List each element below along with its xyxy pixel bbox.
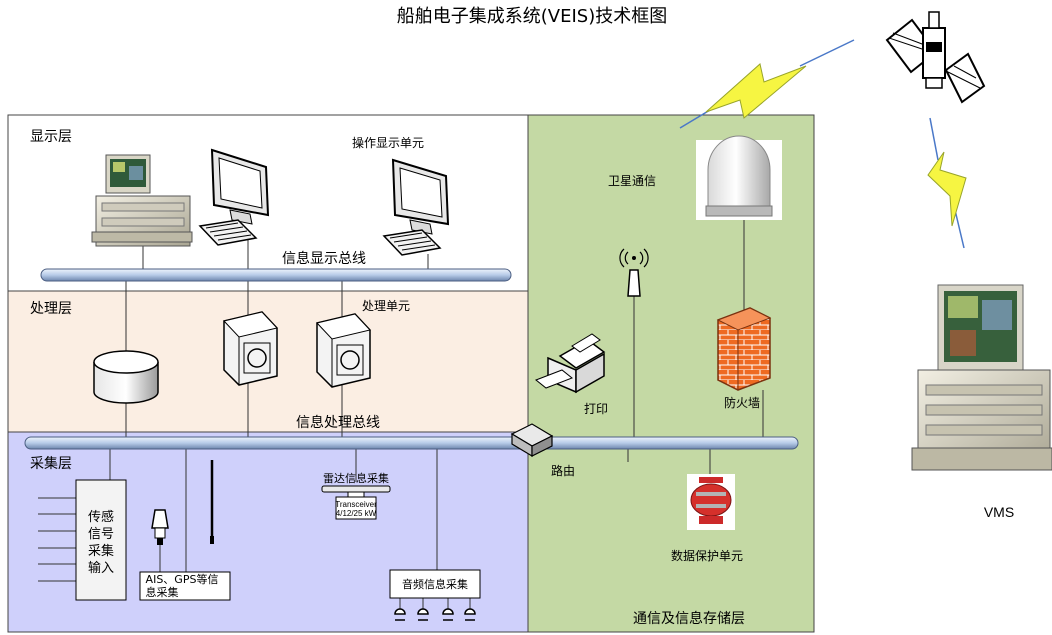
display-bus-label: 信息显示总线 (282, 250, 366, 267)
satcom-dome-icon (696, 135, 782, 220)
radar-icon: 雷达信息采集 Transceiver 4/12/25 kW (321, 471, 391, 520)
data-protect-icon (687, 474, 735, 530)
printer-icon (535, 333, 606, 394)
vms-console-icon (911, 284, 1052, 471)
sensor-label-1: 传感 (88, 509, 114, 525)
microphone-icons (394, 608, 476, 621)
ais-label-line2: 息采集 (146, 585, 179, 599)
audio-box: 音频信息采集 (389, 569, 481, 599)
sensor-label-3: 采集 (88, 543, 114, 559)
firewall-label: 防火墙 (724, 395, 760, 410)
sensor-label-2: 信号 (88, 527, 114, 542)
process-bus (24, 436, 799, 450)
process-layer-label: 处理层 (30, 301, 72, 317)
process-bus-label: 信息处理总线 (296, 414, 380, 431)
console-icon (91, 154, 193, 247)
router-label: 路由 (551, 463, 575, 478)
vms-label: VMS (984, 504, 1014, 520)
database-icon (93, 350, 159, 404)
monitor-icon-2 (382, 158, 450, 256)
sensor-label-4: 输入 (88, 560, 114, 576)
op-unit-label: 操作显示单元 (352, 135, 424, 150)
printer-label: 打印 (584, 402, 608, 416)
monitor-icon-1 (198, 148, 270, 246)
display-layer-label: 显示层 (30, 129, 72, 145)
sensor-box: 传感 信号 采集 输入 (75, 479, 127, 601)
whip-antenna-icon (210, 460, 214, 544)
radar-label: 雷达信息采集 (323, 471, 389, 485)
display-bus (40, 268, 512, 282)
proc-unit-label: 处理单元 (362, 299, 410, 313)
data-protect-label: 数据保护单元 (671, 548, 743, 563)
sat-comm-label: 卫星通信 (608, 174, 656, 188)
lightning-link-right (927, 117, 967, 249)
firewall-icon (716, 307, 772, 391)
ais-gps-box: AIS、GPS等信 息采集 (139, 571, 231, 601)
server-icon-1 (223, 311, 278, 386)
wireless-antenna-icon (619, 248, 649, 297)
comm-layer-label: 通信及信息存储层 (633, 610, 745, 627)
lightning-link-top (679, 39, 855, 129)
ais-label-line1: AIS、GPS等信 (146, 572, 219, 586)
satellite-icon (885, 11, 986, 104)
acquire-layer-label: 采集层 (30, 455, 72, 472)
server-icon-2 (316, 313, 371, 388)
diagram-title: 船舶电子集成系统(VEIS)技术框图 (397, 6, 667, 27)
ais-antenna-icon (151, 509, 169, 545)
audio-label: 音频信息采集 (402, 577, 468, 591)
router-icon (510, 423, 554, 458)
transceiver-power-label: 4/12/25 kW (336, 509, 377, 518)
transceiver-label: Transceiver (335, 500, 377, 509)
